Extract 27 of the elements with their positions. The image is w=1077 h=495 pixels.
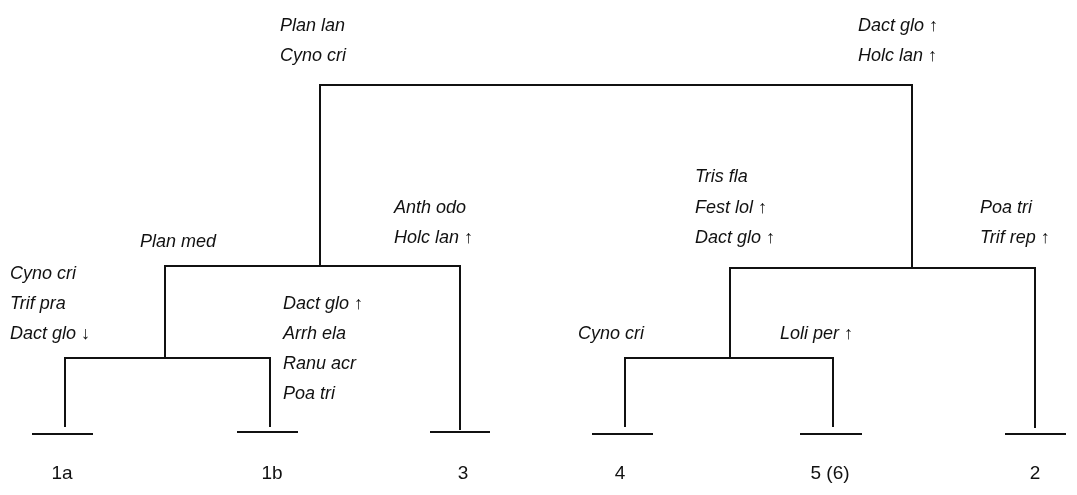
group-label: 1b: [261, 462, 283, 484]
species-label: Arrh ela: [283, 322, 347, 344]
species-label: Holc lan ↑: [858, 44, 938, 66]
species-label: Plan lan: [280, 14, 346, 36]
species-label: Poa tri: [980, 196, 1033, 218]
species-label: Dact glo ↑: [858, 14, 939, 36]
species-label: Cyno cri: [280, 44, 346, 66]
species-label: Holc lan ↑: [394, 226, 474, 248]
group-label: 5 (6): [810, 462, 850, 484]
group-label: 2: [1029, 462, 1041, 484]
species-label: Trif pra: [10, 292, 66, 314]
species-label: Tris fla: [695, 165, 748, 187]
group-label: 4: [614, 462, 626, 484]
species-label: Dact glo ↓: [10, 322, 91, 344]
species-label: Cyno cri: [578, 322, 644, 344]
species-label: Plan med: [140, 230, 217, 252]
species-label: Dact glo ↑: [283, 292, 364, 314]
species-label: Cyno cri: [10, 262, 76, 284]
species-label: Anth odo: [394, 196, 467, 218]
group-label: 1a: [51, 462, 73, 484]
species-label: Trif rep ↑: [980, 226, 1050, 248]
species-label: Poa tri: [283, 382, 336, 404]
group-label: 3: [457, 462, 469, 484]
species-label: Loli per ↑: [780, 322, 854, 344]
species-label: Dact glo ↑: [695, 226, 776, 248]
species-label: Ranu acr: [283, 352, 357, 374]
species-label: Fest lol ↑: [695, 196, 768, 218]
